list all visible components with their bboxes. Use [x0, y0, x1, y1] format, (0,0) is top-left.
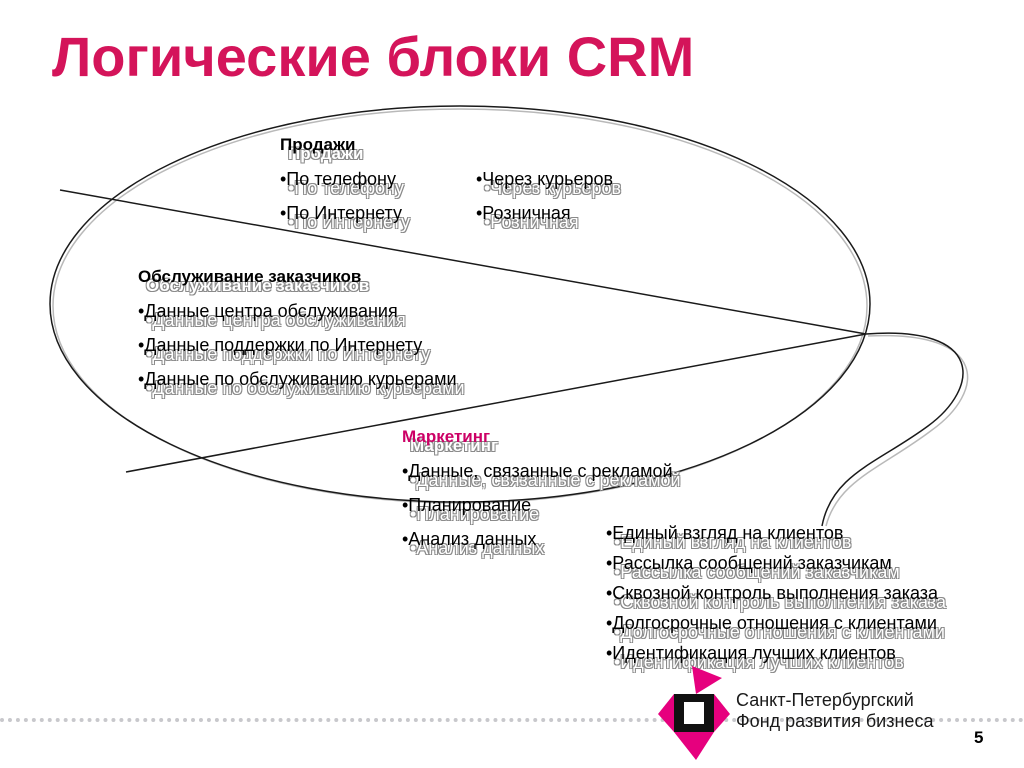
sales-block: Продажи Продажи •По телефону •По телефон… [280, 128, 410, 232]
marketing-block: Маркетинг Маркетинг •Данные, связанные с… [402, 420, 681, 558]
sales-item-phone: •По телефону •По телефону [280, 169, 404, 198]
divider-sales-service [59, 189, 867, 335]
sales-block-right: •Через курьеров •Через курьеров •Розничн… [476, 162, 622, 232]
logo-line-1: Санкт-Петербургский [736, 690, 914, 710]
benefit-item: •Долгосрочные отношения с клиентами •Дол… [606, 613, 945, 642]
slide-title: Логические блоки CRM [52, 25, 695, 88]
benefit-item: •Сквозной контроль выполнения заказа •Ск… [606, 583, 947, 612]
divider-service-marketing [125, 333, 867, 473]
sales-heading: Продажи Продажи [280, 135, 364, 163]
sales-item-internet: •По Интернету •По Интернету [280, 203, 410, 232]
benefit-item: •Единый взгляд на клиентов •Единый взгля… [606, 523, 852, 552]
page-number: 5 [974, 728, 984, 747]
marketing-item-advertising: •Данные, связанные с рекламой •Данные, с… [402, 461, 681, 490]
service-block: Обслуживание заказчиков Обслуживание зак… [138, 260, 465, 398]
marketing-heading: Маркетинг Маркетинг [402, 427, 499, 455]
sales-item-retail: •Розничная •Розничная [476, 203, 579, 232]
benefits-block: •Единый взгляд на клиентов •Единый взгля… [606, 518, 1024, 678]
service-item-center: •Данные центра обслуживания •Данные цент… [138, 301, 406, 330]
service-heading: Обслуживание заказчиков Обслуживание зак… [138, 267, 370, 295]
benefit-item: •Идентификация лучших клиентов •Идентифи… [606, 643, 904, 672]
foundation-logo-icon [658, 666, 730, 760]
benefit-item: •Рассылка сообщений заказчикам •Рассылка… [606, 553, 900, 582]
crm-ellipse-outline [52, 108, 868, 504]
marketing-item-analysis: •Анализ данных •Анализ данных [402, 529, 545, 558]
crm-ellipse [49, 105, 871, 503]
tail-loop [821, 332, 964, 527]
service-item-couriers: •Данные по обслуживанию курьерами •Данны… [138, 369, 465, 398]
logo-line-2: Фонд развития бизнеса [736, 711, 934, 731]
footer-dotted-rule [0, 718, 1024, 722]
tail-loop-outline [825, 334, 969, 527]
service-item-internet: •Данные поддержки по Интернету •Данные п… [138, 335, 431, 364]
sales-item-couriers: •Через курьеров •Через курьеров [476, 169, 622, 198]
marketing-item-planning: •Планирование •Планирование [402, 495, 540, 524]
